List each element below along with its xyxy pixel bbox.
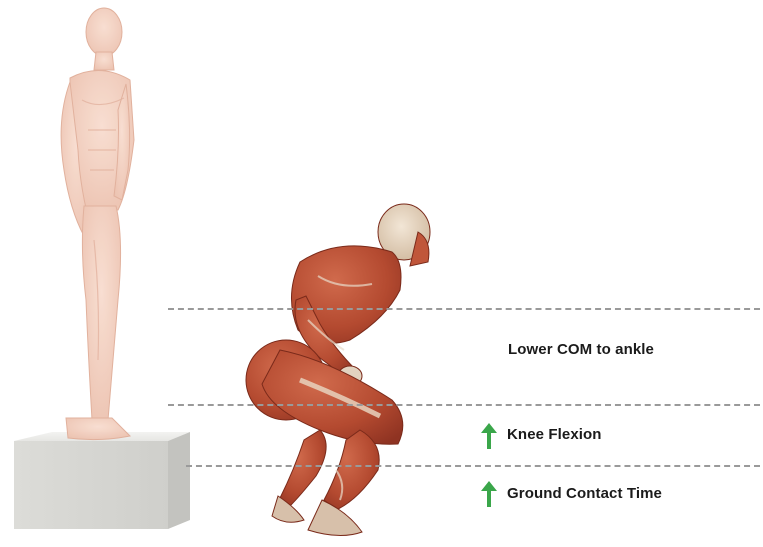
contact-guide-line xyxy=(186,465,760,467)
knee-guide-line xyxy=(168,404,760,406)
knee-flexion-label: Knee Flexion xyxy=(507,426,602,443)
arrow-up-icon xyxy=(481,481,497,507)
com-label: Lower COM to ankle xyxy=(508,341,654,358)
ground-contact-label: Ground Contact Time xyxy=(507,485,662,502)
arrow-up-icon xyxy=(481,423,497,449)
com-guide-line xyxy=(168,308,760,310)
